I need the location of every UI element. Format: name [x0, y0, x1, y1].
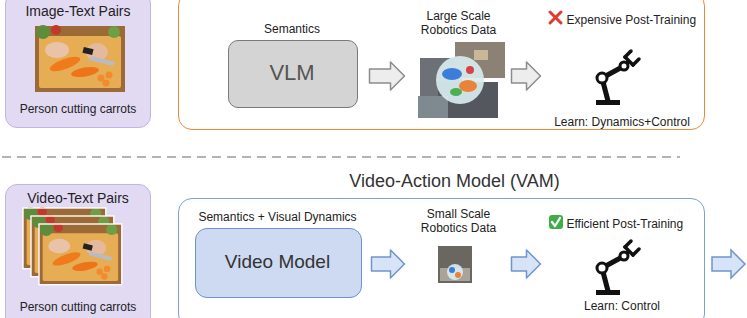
source-panel: Video-Text PairsPerson cutting carrots [5, 184, 151, 318]
text-slot: Video Model [196, 251, 360, 274]
video-frame [39, 223, 122, 285]
source-panel: Image-Text PairsPerson cutting carrots [5, 0, 151, 128]
panel-heading: Image-Text Pairs [25, 3, 130, 20]
check-icon [549, 215, 563, 229]
globe-patch [442, 68, 462, 80]
robot-photo [438, 82, 498, 118]
text-slot: VLM [229, 60, 356, 86]
block-arrow [370, 62, 405, 90]
check-stroke [552, 218, 560, 226]
globe-patch [449, 267, 455, 273]
block-arrow [512, 250, 541, 278]
panel-caption: Person cutting carrots [20, 300, 137, 314]
frame-outline [23, 208, 106, 269]
carrot-photo [35, 25, 125, 92]
text-slot: Image-Text Pairs [5, 2, 151, 20]
globe-patch [459, 80, 477, 92]
robot-arm-icon [596, 241, 639, 295]
robot-panel: Expensive Post-TrainingLearn: Dynamics+C… [545, 10, 700, 128]
model-box: Semantics + Visual DynamicsVideo Model [195, 228, 362, 298]
panel-heading: Expensive Post-Training [567, 13, 697, 27]
panel-heading: Video-Text Pairs [27, 190, 129, 207]
box-heading: Semantics + Visual Dynamics [198, 210, 356, 224]
cross-icon [550, 12, 561, 23]
frame-outline [31, 216, 114, 277]
text-slot: Video-Text Pairs [5, 189, 151, 207]
panel-heading: Large Scale Robotics Data [410, 9, 508, 38]
text-slot: Semantics + Visual Dynamics [182, 207, 373, 225]
text-slot: Learn: Dynamics+Control [545, 112, 700, 130]
group-frame: SemanticsVLMLarge Scale Robotics DataExp… [178, 0, 705, 130]
exit-arrow [712, 250, 745, 278]
data-globe [447, 264, 463, 280]
box-heading: Semantics [264, 22, 320, 36]
text-slot: Large Scale Robotics Data [410, 9, 508, 38]
text-slot: Person cutting carrots [5, 297, 151, 315]
block-arrow [372, 250, 405, 278]
table-top [440, 268, 470, 281]
robot-data-collage [418, 42, 505, 118]
panel-caption: Person cutting carrots [20, 102, 137, 116]
text-slot: Semantics [197, 19, 387, 37]
robot-photo [455, 42, 505, 78]
robot-photo [438, 246, 472, 283]
data-globe [436, 56, 484, 104]
panel-caption: Learn: Dynamics+Control [554, 115, 690, 129]
box-label: VLM [269, 60, 314, 86]
globe-patch [466, 66, 474, 74]
carrot-photo [23, 207, 106, 269]
text-slot: Person cutting carrots [5, 99, 151, 117]
photo-detail [474, 50, 488, 60]
box-label: Video Model [225, 251, 330, 274]
video-frame [23, 207, 106, 269]
data-panel: Small Scale Robotics Data [410, 208, 508, 286]
group-title: Video-Action Model (VAM) [349, 171, 559, 193]
text-slot: Learn: Control [545, 296, 700, 314]
model-box: SemanticsVLM [228, 40, 358, 108]
separator-line [2, 156, 680, 158]
globe-patch [455, 272, 461, 278]
text-slot: Small Scale Robotics Data [410, 207, 508, 236]
panel-heading: Efficient Post-Training [567, 217, 684, 231]
robot-panel: Efficient Post-TrainingLearn: Control [545, 212, 700, 314]
check-box [549, 215, 563, 229]
globe-patch [450, 88, 462, 96]
cross-stroke [550, 12, 561, 23]
robot-photo [420, 58, 462, 102]
robot-arm-icon [596, 51, 639, 105]
group-frame: Video-Action Model (VAM)Semantics + Visu… [178, 198, 705, 318]
robot-photo [418, 96, 448, 118]
carrot-photo [31, 215, 114, 277]
carrot-photo [39, 223, 122, 285]
cross-stroke [550, 12, 561, 23]
text-slot: Expensive Post-Training [567, 10, 702, 28]
robot-data-small [438, 246, 472, 283]
panel-heading: Small Scale Robotics Data [410, 207, 508, 236]
panel-caption: Learn: Control [584, 299, 660, 313]
data-panel: Large Scale Robotics Data [410, 10, 508, 120]
text-slot: Video-Action Model (VAM) [190, 171, 720, 193]
text-slot: Efficient Post-Training [567, 214, 702, 232]
block-arrow [512, 62, 541, 90]
frame-outline [39, 224, 122, 285]
video-frame [31, 215, 114, 277]
